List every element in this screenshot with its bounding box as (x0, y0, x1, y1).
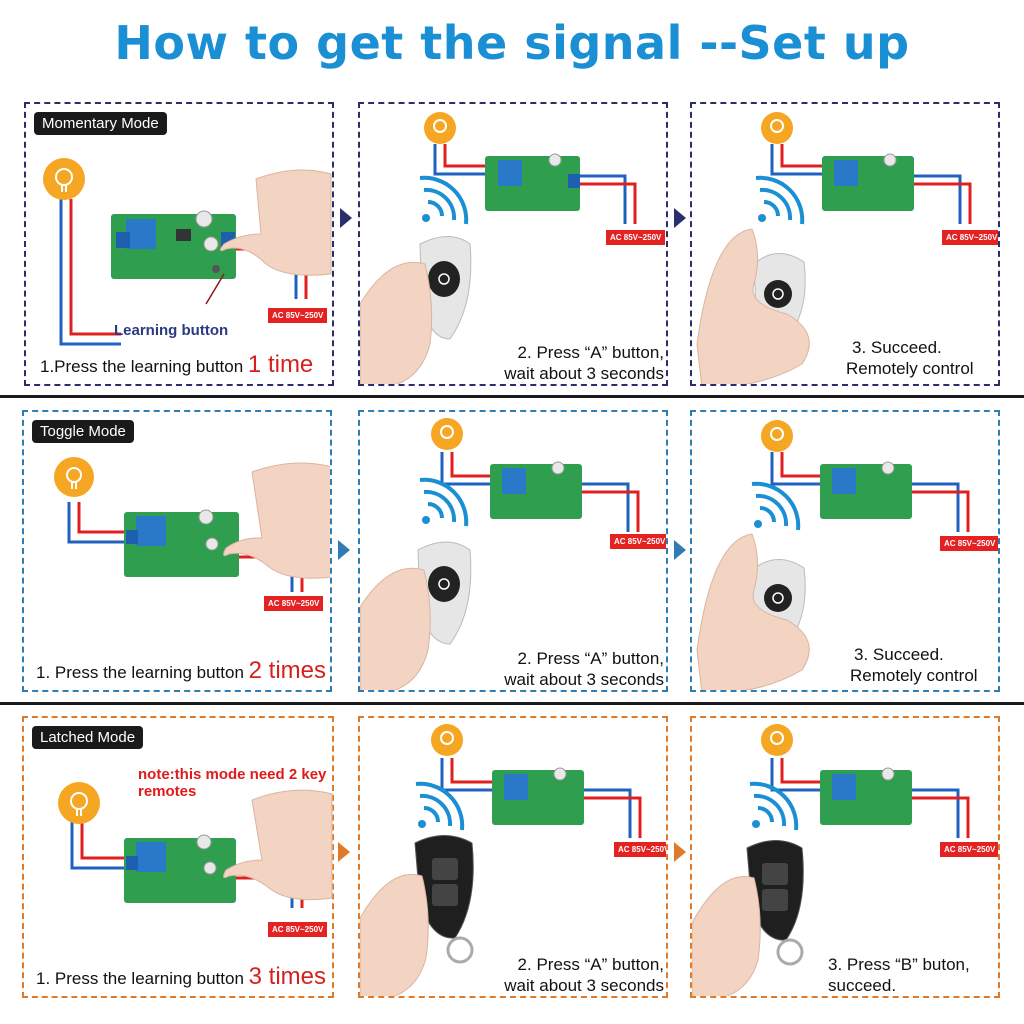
arrow-right-icon (674, 842, 686, 862)
ac-voltage-label: AC 85V~250V (268, 308, 328, 323)
arrow-right-icon (674, 540, 686, 560)
page-title: How to get the signal --Set up (114, 16, 910, 70)
wiring-diagram (360, 112, 637, 384)
wiring-diagram (696, 112, 972, 384)
signal-waves-icon (419, 175, 469, 225)
hand-icon (360, 873, 429, 996)
ac-voltage-label: AC 85V~250V (264, 596, 324, 611)
step3-caption: 3. Succeed. Remotely control (850, 645, 978, 685)
step1-panel: Toggle Mode AC 85V~250V (22, 410, 332, 692)
ac-voltage-label: AC 85V~250V (610, 534, 666, 549)
wiring-diagram (58, 782, 333, 908)
hand-icon (696, 533, 810, 690)
step3-panel: AC 85V~250V 3. Succeed. Remotely control (690, 410, 1000, 692)
mode-badge: Momentary Mode (34, 112, 167, 135)
relay-board (820, 461, 912, 519)
relay-board (822, 153, 914, 211)
mode-badge: Toggle Mode (32, 420, 134, 443)
bulb-icon (761, 112, 793, 144)
step2-caption: 2. Press “A” button, wait about 3 second… (504, 343, 664, 383)
arrow-right-icon (674, 208, 686, 228)
ac-voltage-label: AC 85V~250V (614, 842, 666, 857)
wiring-diagram (360, 418, 640, 690)
bulb-icon (761, 420, 793, 452)
bulb-icon (54, 457, 94, 497)
ac-voltage-label: AC 85V~250V (268, 922, 328, 937)
bulb-icon (431, 724, 463, 756)
step2-panel: AC 85V~250V 2. Press “A” button, wait ab… (358, 716, 668, 998)
step2-panel: AC 85V~250V 2. Press “A” button, wait ab… (358, 410, 668, 692)
signal-waves-icon (415, 781, 465, 831)
relay-board (490, 461, 582, 519)
learning-button-label: Learning button (114, 322, 229, 339)
pointer-line (205, 273, 225, 305)
ac-voltage-label: AC 85V~250V (940, 536, 998, 551)
relay-board (124, 509, 239, 577)
ac-voltage-label: AC 85V~250V (606, 230, 666, 245)
wiring-diagram (692, 724, 970, 996)
arrow-right-icon (338, 842, 350, 862)
ac-voltage-label: AC 85V~250V (940, 842, 998, 857)
arrow-right-icon (338, 540, 350, 560)
hand-icon (360, 261, 433, 384)
mode-note: note:this mode need 2 key remotes (138, 766, 327, 800)
step3-panel: AC 85V~250V 3. Succeed. Remotely control (690, 102, 1000, 386)
hand-icon (360, 567, 431, 690)
relay-board (124, 834, 236, 903)
bulb-icon (761, 724, 793, 756)
remote-icon (417, 541, 472, 645)
row-divider-1 (0, 395, 1024, 398)
remote-icon (414, 835, 474, 964)
mode-badge: Latched Mode (32, 726, 144, 749)
remote-icon (419, 236, 472, 340)
signal-waves-icon (751, 481, 801, 531)
arrow-right-icon (340, 208, 352, 228)
signal-waves-icon (749, 781, 799, 831)
step2-caption: 2. Press “A” button, wait about 3 second… (504, 955, 664, 995)
hand-icon (692, 876, 761, 996)
bulb-icon (424, 112, 456, 144)
relay-board (820, 767, 912, 825)
wiring-diagram (54, 457, 330, 592)
step1-caption: 1. Press the learning button 3 times (36, 963, 326, 990)
relay-board (492, 767, 584, 825)
hand-icon (696, 228, 810, 384)
relay-board (485, 153, 580, 211)
step1-caption: 1. Press the learning button 2 times (36, 657, 326, 684)
bulb-icon (431, 418, 463, 450)
wiring-diagram (43, 158, 332, 346)
hand-icon (220, 169, 332, 276)
step1-caption: 1.Press the learning button 1 time (40, 351, 314, 378)
relay-board (111, 210, 236, 279)
step1-panel: Latched Mode note:this mod (22, 716, 334, 998)
bulb-icon (58, 782, 100, 824)
ac-voltage-label: AC 85V~250V (942, 230, 998, 245)
bulb-icon (43, 158, 85, 200)
step3-caption: 3. Press “B” buton, succeed. (828, 955, 970, 995)
wiring-diagram (360, 724, 642, 996)
step3-caption: 3. Succeed. Remotely control (846, 338, 974, 378)
step1-panel: Momentary Mode (24, 102, 334, 386)
wiring-diagram (696, 420, 970, 690)
step3-panel: AC 85V~250V 3. Press “B” buton, succeed. (690, 716, 1000, 998)
signal-waves-icon (755, 175, 805, 225)
step2-panel: AC 85V~250V 2. Press “A” button, wait ab… (358, 102, 668, 386)
signal-waves-icon (419, 477, 469, 527)
step2-caption: 2. Press “A” button, wait about 3 second… (504, 649, 664, 689)
remote-icon (746, 840, 804, 966)
hand-icon (223, 462, 330, 579)
hand-icon (223, 789, 333, 901)
row-divider-2 (0, 702, 1024, 705)
